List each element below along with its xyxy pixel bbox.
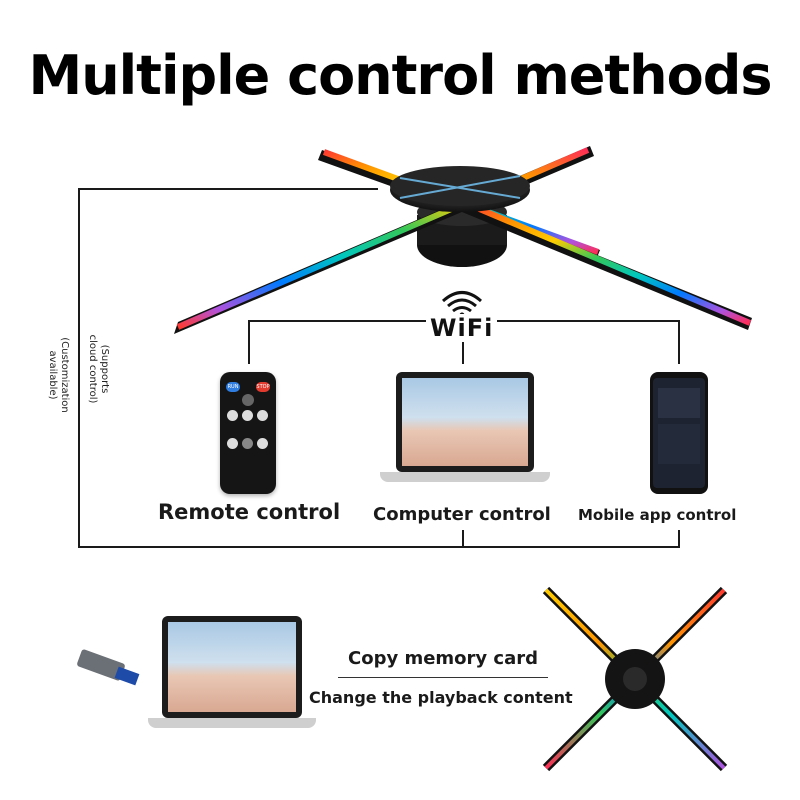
minus-icon <box>227 438 238 449</box>
brightness-icon <box>242 438 253 449</box>
run-button: RUN <box>226 382 240 392</box>
wifi-label: WiFi <box>426 314 498 342</box>
cloud-control-note: (Supports cloud control) <box>87 334 110 404</box>
remote-control-label: Remote control <box>158 500 341 524</box>
connector-bottom-stub-center <box>462 530 464 548</box>
prev-icon <box>227 410 238 421</box>
pause-icon <box>242 410 253 421</box>
power-icon <box>242 394 254 406</box>
mobile-phone-device <box>650 372 708 494</box>
customization-note: (Customization available) <box>47 337 70 413</box>
stop-button: STOP <box>256 382 270 392</box>
change-playback-label: Change the playback content <box>309 688 573 707</box>
page-title: Multiple control methods <box>28 44 772 107</box>
next-icon <box>257 410 268 421</box>
plus-icon <box>257 438 268 449</box>
memory-divider <box>338 677 548 678</box>
connector-bottom-stub-right <box>678 530 680 548</box>
connector-bottom <box>78 546 680 548</box>
wifi-line-right-drop <box>678 320 680 364</box>
mobile-app-control-label: Mobile app control <box>578 506 737 524</box>
connector-left-top <box>78 188 378 190</box>
laptop-device <box>380 372 550 494</box>
usb-card-reader <box>72 648 142 688</box>
laptop-device-bottom <box>148 616 316 740</box>
wifi-line-center-drop <box>462 320 464 364</box>
computer-control-label: Computer control <box>373 504 551 525</box>
connector-left-vertical <box>78 188 80 548</box>
remote-control-device: RUN STOP <box>220 372 276 494</box>
wifi-line-left-drop <box>248 320 250 364</box>
copy-memory-card-label: Copy memory card <box>348 648 539 669</box>
